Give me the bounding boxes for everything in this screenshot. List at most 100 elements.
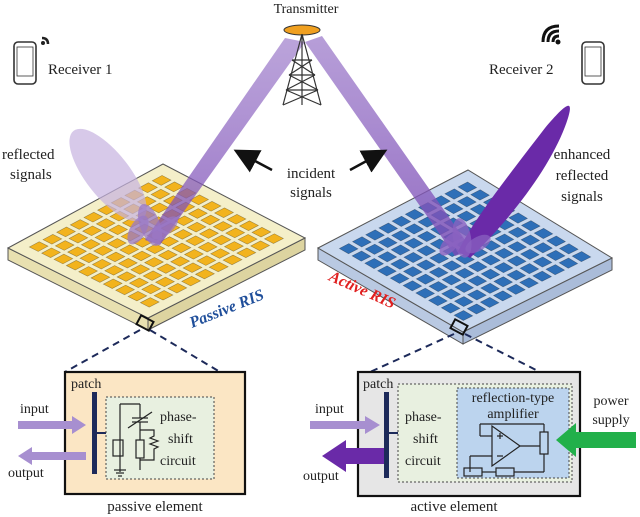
reflected-signals-label: reflected signals: [2, 147, 55, 183]
ris-element-tile: [454, 267, 475, 279]
text-line: reflected: [2, 147, 55, 163]
ris-element-tile: [105, 251, 126, 263]
ris-element-tile: [533, 242, 553, 254]
ris-element-tile: [479, 297, 500, 308]
scatter-lobe: [151, 216, 179, 240]
ris-element-tile: [185, 235, 206, 246]
ris-element-tile: [145, 243, 166, 254]
scatter-lobe: [439, 232, 461, 256]
text-line: enhanced: [554, 147, 611, 163]
ris-element-tile: [390, 244, 411, 256]
ris-element-tile: [441, 260, 462, 272]
ris-element-tile: [493, 262, 514, 274]
ris-element-tile: [428, 267, 449, 278]
ris-element-tile: [520, 220, 541, 232]
ris-element-tile: [159, 236, 180, 247]
ris-element-tile: [506, 269, 527, 281]
ris-element-tile: [128, 277, 149, 288]
ris-element-tile: [67, 246, 88, 257]
phase-shift-circuit-box: [105, 396, 215, 480]
ris-element-tile: [390, 258, 411, 270]
ris-element-tile: [143, 257, 165, 268]
ris-element-tile: [493, 276, 514, 288]
ris-element-tile: [142, 270, 163, 281]
ris-element-tile: [427, 295, 448, 307]
text-line: reflected: [556, 168, 609, 184]
ris-element-tile: [466, 289, 487, 301]
signal-dot: [555, 39, 561, 45]
ris-element-tile: [211, 234, 232, 246]
ris-element-tile: [480, 254, 501, 266]
ris-element-tile: [69, 219, 90, 230]
ris-element-tile: [391, 215, 412, 227]
patch-bar: [92, 392, 97, 474]
ris-element-tile: [117, 257, 138, 269]
ris-element-tile: [210, 248, 231, 259]
signal-weak-icon: [41, 36, 50, 45]
ris-element-tile: [251, 226, 272, 238]
passive-circuit-schematic: [112, 403, 160, 477]
passive-element-detail: patch phase- shift circuit input outp: [8, 370, 247, 515]
ris-element-tile: [558, 257, 579, 269]
text-line: signals: [561, 189, 603, 205]
ris-element-tile: [80, 239, 101, 250]
ris-element-tile: [389, 272, 410, 284]
ris-element-tile: [186, 221, 207, 233]
ris-element-tile: [208, 261, 229, 273]
ris-element-tile: [364, 258, 385, 269]
ris-element-tile: [545, 264, 566, 276]
signal-beams: [69, 36, 570, 258]
incident-arrow-left: [233, 149, 273, 173]
ris-element-tile: [532, 256, 553, 268]
power-supply-label: power: [594, 394, 629, 409]
active-element-caption: active element: [410, 499, 498, 515]
ris-element-tile: [171, 242, 192, 254]
phone-screen: [584, 46, 602, 77]
ris-element-tile: [416, 230, 437, 242]
ris-element-tile: [154, 276, 176, 288]
ris-element-tile: [91, 258, 112, 270]
ris-element-tile: [467, 261, 488, 273]
ris-element-tile: [505, 283, 526, 295]
ris-element-tile: [416, 245, 437, 257]
signal-strong-icon: [541, 24, 560, 43]
ris-element-tile: [263, 233, 285, 244]
ris-element-tile: [213, 207, 235, 219]
amplifier-label: reflection-type: [472, 391, 554, 406]
circuit-label: circuit: [405, 454, 441, 469]
ris-element-tile: [365, 229, 386, 241]
ris-element-tile: [222, 254, 243, 266]
ris-element-tile: [494, 247, 514, 259]
ris-element-tile: [93, 245, 114, 256]
ris-element-tile: [151, 175, 172, 186]
ris-element-tile: [456, 210, 477, 222]
ris-element-tile: [196, 255, 217, 266]
ris-element-tile: [54, 240, 75, 251]
ris-element-tile: [198, 228, 220, 239]
ris-element-tile: [108, 224, 129, 236]
reflected-beam-passive: [69, 128, 147, 222]
incident-beam-active: [305, 36, 472, 256]
ris-element-tile: [377, 251, 398, 263]
zoom-lines: [64, 329, 541, 373]
incident-beam-passive: [145, 38, 305, 245]
ris-element-tile: [78, 266, 99, 277]
active-selected-element: [449, 317, 469, 337]
active-input-label: input: [315, 402, 344, 417]
ris-element-tile: [364, 243, 385, 255]
ris-element-tile: [225, 227, 246, 239]
text-line: signals: [290, 185, 332, 201]
ris-element-tile: [68, 232, 89, 244]
ris-element-tile: [444, 188, 465, 200]
ris-element-tile: [187, 208, 208, 219]
active-output-label: output: [303, 469, 339, 484]
ris-element-tile: [200, 214, 221, 226]
receiver-2-label: Receiver 2: [489, 62, 554, 78]
ris-element-tile: [188, 194, 210, 206]
ris-element-tile: [53, 253, 74, 265]
ris-element-tile: [79, 252, 100, 264]
ris-element-tile: [223, 241, 244, 252]
ris-element-tile: [571, 251, 592, 263]
ris-element-tile: [429, 252, 450, 264]
